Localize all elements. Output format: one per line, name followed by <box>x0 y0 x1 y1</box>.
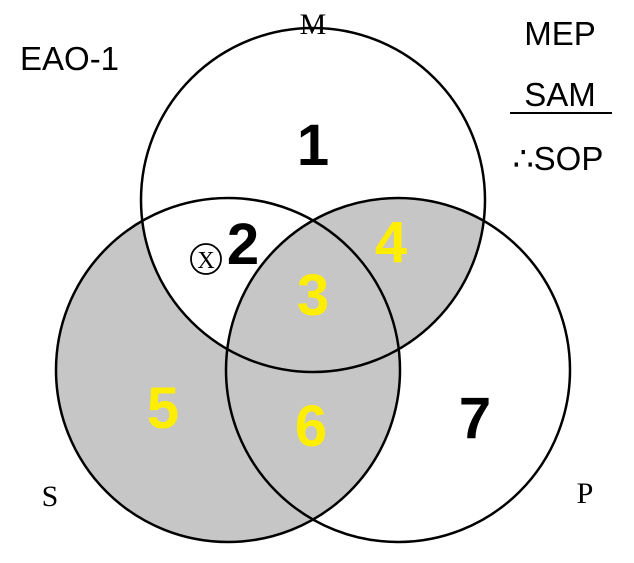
region-5-label: 5 <box>147 376 179 441</box>
label-p: P <box>577 477 594 510</box>
circle-s <box>54 196 402 544</box>
region-3-label: 3 <box>297 263 329 328</box>
shade-s-outside-m <box>56 198 400 542</box>
label-m: M <box>300 8 327 41</box>
region-6-label: 6 <box>295 394 327 459</box>
diagram-title: EAO-1 <box>20 40 119 77</box>
existence-marker-x-icon: X <box>190 243 222 275</box>
region-4-label: 4 <box>375 210 407 275</box>
minor-premise: SAM <box>524 76 596 113</box>
label-s: S <box>42 480 59 513</box>
circle-p <box>224 196 572 544</box>
region-7-label: 7 <box>459 386 491 451</box>
conclusion: ∴SOP <box>513 140 604 177</box>
region-1-label: 1 <box>297 113 329 178</box>
existence-marker-symbol: X <box>197 248 214 274</box>
major-premise: MEP <box>524 15 596 52</box>
circle-m <box>139 26 487 374</box>
region-2-label: 2 <box>227 212 259 277</box>
